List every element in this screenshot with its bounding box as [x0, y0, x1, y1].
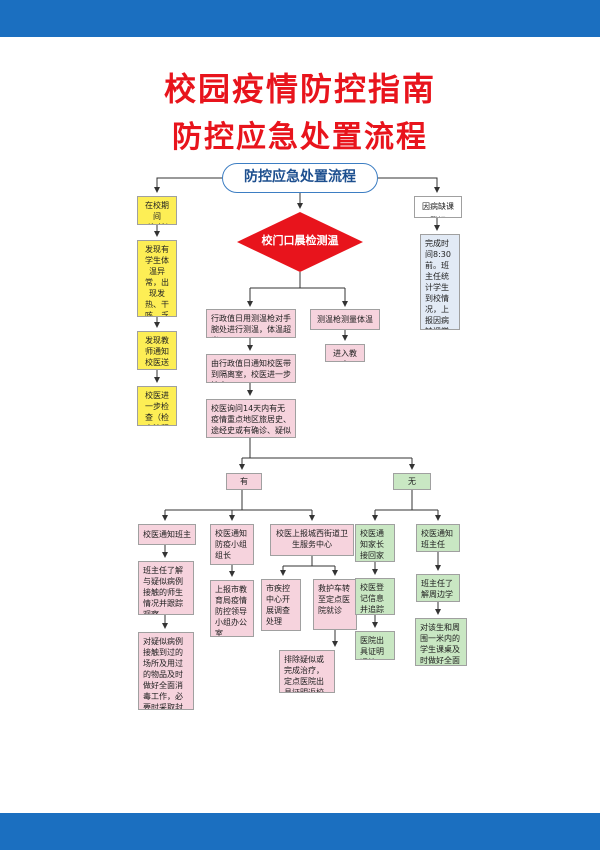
yes-col3-box-1: 校医上报城西街道卫生服务中心 [270, 524, 354, 556]
no-col2-box-2: 班主任了解周边学生情况 [416, 574, 460, 602]
yes-col1-box-1: 校医通知班主任 [138, 524, 196, 545]
yes-col1-box-2: 班主任了解与疑似病例接触的师生情况并跟踪观察 [138, 561, 194, 615]
center-box-2: 由行政值日通知校医带到隔离室，校医进一步检查 [206, 354, 296, 383]
no-col2-box-1: 校医通知班主任 [416, 524, 460, 552]
bottom-banner [0, 813, 600, 850]
yes-col3-final-box: 排除疑似或完成治疗，定点医院出具证明返校 [279, 650, 335, 693]
yes-col2-box-2: 上报市教育局疫情防控领导小组办公室 [210, 580, 254, 637]
normal-box-2: 进入教室 [325, 344, 365, 362]
branch-yes: 有 [226, 473, 262, 490]
yes-col1-box-3: 对疑似病例接触到过的场所及用过的物品及时做好全面消毒工作，必要时采取封闭场所等措… [138, 632, 194, 710]
left-box-2: 发现有学生体温异常，出现发热、干咳、乏力、鼻塞、流涕、腹痛、腹泻等症状 [137, 240, 177, 317]
branch-no: 无 [393, 473, 431, 490]
left-box-3: 发现教师通知校医送学生到隔离室 [137, 331, 177, 370]
no-col2-box-3: 对该生和周围一米内的学生课桌及时做好全面消毒工作 [415, 618, 467, 666]
yes-col3b-box: 救护车转至定点医院就诊 [313, 579, 357, 630]
left-box-1: 在校期间 （午检） [137, 196, 177, 225]
no-col1-box-1: 校医通知家长接回家并及时就医 [355, 524, 395, 562]
top-banner [0, 0, 600, 37]
yes-col2-box-1: 校医通知防疫小组组长 [210, 524, 254, 565]
process-header: 防控应急处置流程 [222, 163, 378, 193]
normal-box-1: 测温枪测量体温正常 [310, 309, 380, 330]
yes-col3a-box: 市疾控中心开展调查处理 [261, 579, 301, 631]
main-title: 校园疫情防控指南 [163, 70, 436, 108]
right-box-1: 因病缺课登记 [414, 196, 462, 218]
right-box-2: 完成时间8:30前。班主任统计学生到校情况，上报因病缺课学生名单及病因给校医。 [420, 234, 460, 330]
center-box-3: 校医询问14天内有无疫情重点地区旅居史、途经史或有确诊、疑似病例接触史 [206, 399, 296, 438]
no-col1-box-2: 校医登记信息并追踪就诊记录 [355, 578, 395, 615]
sub-title: 防控应急处置流程 [172, 120, 428, 155]
diamond-shape [237, 212, 363, 272]
left-box-4: 校医进一步检查（检查流程向上） [137, 386, 177, 426]
center-box-1: 行政值日用测温枪对手腕处进行测温，体温超出37.3℃ [206, 309, 296, 338]
no-col1-box-3: 医院出具证明返校 [355, 631, 395, 660]
diamond-label: 校门口晨检测温 [261, 234, 339, 247]
